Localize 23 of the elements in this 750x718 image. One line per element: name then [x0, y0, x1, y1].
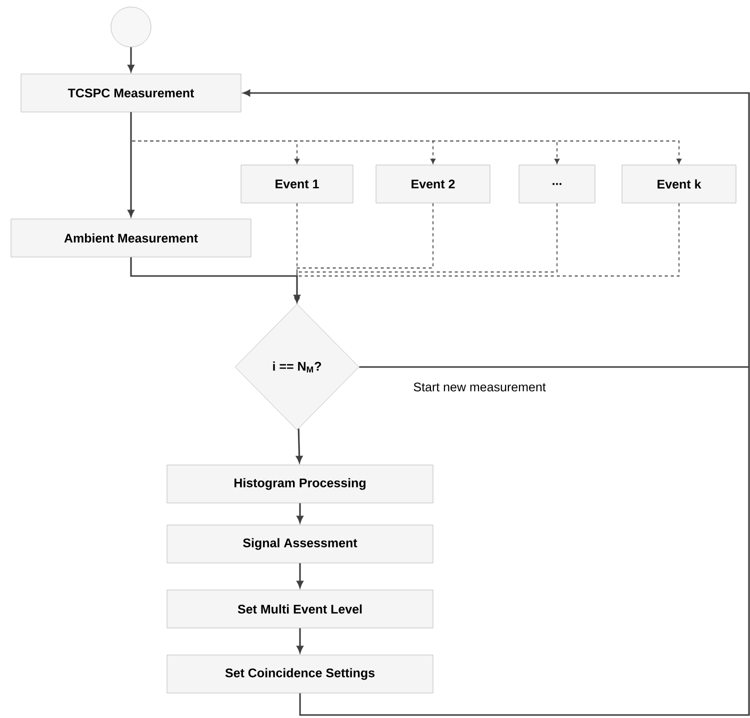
- process-box: ...: [518, 164, 596, 204]
- arrow: [296, 503, 304, 523]
- process-box: Ambient Measurement: [10, 218, 252, 258]
- arrow: [296, 428, 303, 463]
- arrow: [296, 563, 304, 588]
- process-box: Event 1: [240, 164, 354, 204]
- process-box: TCSPC Measurement: [20, 74, 242, 112]
- process-box: Signal Assessment: [166, 524, 434, 564]
- arrow: [243, 90, 750, 367]
- process-box: Set Multi Event Level: [166, 590, 434, 628]
- arrow: [130, 112, 682, 164]
- start-circle: [110, 6, 152, 48]
- process-box: Event 2: [376, 164, 490, 204]
- line: [359, 366, 749, 368]
- process-box: Event k: [622, 164, 736, 204]
- line: [299, 367, 750, 716]
- process-box: Histogram Processing: [166, 464, 434, 504]
- arrow: [128, 47, 134, 72]
- edge-label: Start new measurement: [414, 382, 546, 392]
- arrow: [128, 112, 134, 217]
- arrow: [296, 628, 304, 653]
- process-box: Set Coincidence Settings: [166, 654, 434, 694]
- arrow: [294, 202, 680, 303]
